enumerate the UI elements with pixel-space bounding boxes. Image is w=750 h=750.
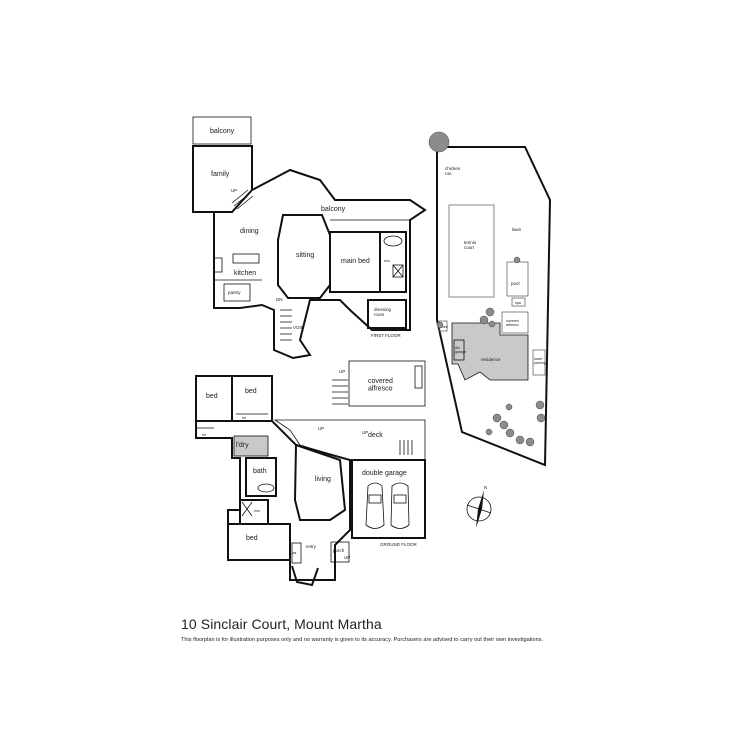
bed-3 bbox=[227, 523, 291, 561]
family-room bbox=[192, 145, 253, 213]
shower-x bbox=[392, 264, 404, 278]
first-ensuite bbox=[379, 231, 407, 293]
tennis-court bbox=[448, 204, 495, 298]
pool bbox=[506, 261, 529, 297]
double-garage-label: double garage bbox=[362, 470, 407, 477]
sitting-label: sitting bbox=[296, 252, 314, 259]
balcony-mid-label: balcony bbox=[321, 206, 346, 213]
family-up-label: UP bbox=[231, 188, 237, 193]
porch-label: porch bbox=[333, 548, 345, 553]
dn-label: DN bbox=[276, 297, 283, 302]
bed-3-label: bed bbox=[246, 535, 258, 542]
store-label: store bbox=[298, 578, 306, 582]
laundry-label: l'dry bbox=[236, 442, 249, 449]
main-bed-label: main bed bbox=[341, 258, 370, 265]
garage-car-right bbox=[390, 482, 410, 529]
deck-label: deck bbox=[368, 432, 383, 439]
compass-north-arrow: N bbox=[466, 485, 492, 528]
covered-alfresco bbox=[348, 360, 426, 407]
family-label: family bbox=[211, 171, 230, 178]
first-floor-plan: balcony family UP balcony dining kitchen… bbox=[192, 116, 427, 360]
bed-1-label: bed bbox=[206, 393, 218, 400]
pantry-box bbox=[223, 283, 251, 302]
deck-up-left: UP bbox=[318, 426, 324, 431]
porch-up-label: UP bbox=[344, 555, 350, 560]
bath-tub bbox=[257, 483, 275, 493]
bir-1-label: bir bbox=[202, 433, 207, 437]
balcony-top bbox=[192, 116, 252, 145]
dressing-room bbox=[367, 299, 407, 329]
pantry-label: pantry bbox=[228, 290, 241, 295]
covered-alfresco-site bbox=[501, 311, 529, 334]
bed-2-label: bed bbox=[245, 388, 257, 395]
deck-up-right: UP bbox=[362, 430, 368, 435]
compass-n-label: N bbox=[484, 485, 487, 490]
spa bbox=[511, 297, 526, 307]
entry-label: entry bbox=[306, 544, 317, 549]
living-label: living bbox=[315, 476, 331, 483]
residence-label: residence bbox=[481, 357, 501, 362]
ens-label: ens bbox=[384, 259, 390, 263]
bir-2-label: bir bbox=[242, 416, 247, 420]
balcony-top-label: balcony bbox=[210, 128, 235, 135]
bir-closets bbox=[196, 413, 268, 429]
deck-steps bbox=[399, 440, 413, 455]
alfresco-bench bbox=[414, 365, 423, 389]
lower-parking bbox=[532, 349, 546, 376]
wir-label: wir bbox=[292, 551, 297, 555]
shower bbox=[392, 264, 404, 278]
first-floor-label: FIRST FLOOR bbox=[371, 333, 401, 338]
site-boundary bbox=[436, 146, 552, 467]
ground-shower-x bbox=[241, 501, 253, 517]
site-shrubs bbox=[436, 256, 546, 447]
ground-floor-outline bbox=[195, 420, 351, 581]
tree-top bbox=[428, 131, 450, 153]
garage-car-left bbox=[365, 482, 385, 529]
void-label: VOID bbox=[293, 325, 305, 330]
kitchen-island bbox=[232, 253, 260, 264]
ground-floor-label: GROUND FLOOR bbox=[380, 542, 418, 547]
deck bbox=[273, 419, 426, 461]
bathtub bbox=[383, 235, 403, 247]
bath-label: bath bbox=[253, 468, 267, 475]
living-room bbox=[293, 443, 347, 521]
bath bbox=[245, 457, 277, 497]
store-bay bbox=[291, 565, 319, 587]
balcony-mid bbox=[289, 169, 426, 221]
pool-label: pool bbox=[511, 281, 520, 286]
dining-label: dining bbox=[240, 228, 259, 235]
spa-label: spa bbox=[515, 301, 521, 305]
void-stairs bbox=[280, 309, 292, 341]
disclaimer-text: This floorplan is for illustration purpo… bbox=[181, 637, 544, 643]
alfresco-steps bbox=[332, 379, 348, 405]
residence-footprint bbox=[451, 322, 529, 381]
porch bbox=[330, 541, 350, 563]
fridge bbox=[213, 257, 223, 273]
shed-label: shed bbox=[440, 325, 448, 329]
site-garage bbox=[453, 339, 465, 361]
kitchen-label: kitchen bbox=[234, 270, 256, 277]
family-stairs bbox=[231, 189, 254, 210]
property-address: 10 Sinclair Court, Mount Martha bbox=[181, 616, 382, 632]
wir-box bbox=[291, 542, 302, 564]
lawn-label: lawn bbox=[512, 227, 522, 232]
sitting-room bbox=[277, 214, 331, 299]
ground-ens-label: ens bbox=[254, 509, 260, 513]
laundry bbox=[233, 435, 269, 457]
alfresco-up-label: UP bbox=[339, 369, 345, 374]
